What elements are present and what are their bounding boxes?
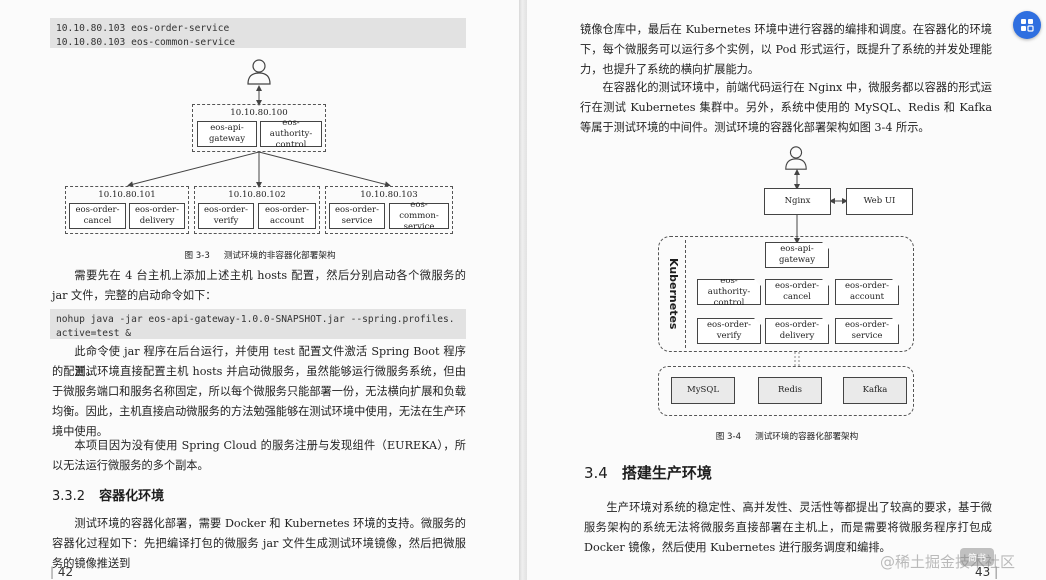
caption-text: 测试环境的容器化部署架构: [755, 432, 859, 442]
user-icon: [785, 146, 807, 170]
service-box: eos-order-verify: [697, 318, 761, 344]
section-title: 容器化环境: [99, 489, 165, 504]
connector-lines: [127, 85, 391, 188]
right-page: 镜像仓库中，最后在 Kubernetes 环境中进行容器的编排和调度。在容器化的…: [527, 0, 1046, 580]
figure-caption: 图 3-3 测试环境的非容器化部署架构: [140, 249, 380, 261]
page-number: | 42: [50, 565, 74, 579]
service-box: eos-order-service: [835, 318, 899, 344]
service-box: eos-order-cancel: [69, 203, 126, 229]
app-shortcut-button[interactable]: [1013, 11, 1041, 39]
paragraph: 生产环境对系统的稳定性、高并发性、灵活性等都提出了较高的要求，基于微服务架构的系…: [584, 501, 992, 554]
service-box: eos-order-service: [329, 203, 385, 229]
code-line: 10.10.80.103 eos-common-service: [56, 37, 236, 48]
middleware-box: [658, 366, 914, 416]
section-number: 3.4: [584, 464, 608, 482]
service-box: eos-api-gateway: [197, 121, 257, 147]
code-line: active=test &: [56, 328, 132, 339]
paragraph: 需要先在 4 台主机上添加上述主机 hosts 配置，然后分别启动各个微服务的 …: [52, 269, 466, 302]
gateway-host-box: [192, 104, 326, 152]
section-heading: 3.4 搭建生产环境: [584, 462, 712, 483]
left-page: 10.10.80.103 eos-order-service 10.10.80.…: [0, 0, 519, 580]
host-box: [65, 186, 189, 234]
watermark-text: @稀土掘金技术社区: [880, 553, 1016, 571]
user-icon: [247, 59, 271, 85]
host-ip-label: 10.10.80.100: [230, 108, 288, 118]
host-box: [325, 186, 453, 234]
paragraph: 此命令使 jar 程序在后台运行，并使用 test 配置文件激活 Spring …: [52, 345, 466, 378]
host-ip-label: 10.10.80.101: [98, 190, 156, 200]
watermark-badge: 简书: [960, 548, 994, 566]
kubernetes-cluster-box: [658, 236, 914, 352]
service-box: eos-common-service: [389, 200, 449, 232]
caption-text: 测试环境的非容器化部署架构: [223, 251, 336, 261]
paragraph: 测试环境直接配置主机 hosts 并启动微服务，虽然能够运行微服务系统，但由于微…: [52, 365, 466, 438]
service-box: eos-order-delivery: [765, 318, 829, 344]
kafka-box: Kafka: [843, 377, 907, 404]
page-number: 43 |: [975, 565, 999, 579]
apps-icon: [1021, 19, 1034, 32]
service-box: eos-order-cancel: [765, 279, 829, 305]
service-box: eos-authority-control: [697, 279, 761, 305]
paragraph: 镜像仓库中，最后在 Kubernetes 环境中进行容器的编排和调度。在容器化的…: [580, 23, 992, 76]
book-gutter: [519, 0, 527, 580]
webui-box: Web UI: [846, 188, 913, 215]
hosts-code-block: 10.10.80.103 eos-order-service 10.10.80.…: [50, 18, 466, 48]
section-heading: 3.3.2 容器化环境: [52, 485, 164, 504]
caption-number: 图 3-3: [184, 251, 210, 261]
service-box: eos-authority-control: [260, 118, 322, 150]
kubernetes-label: Kubernetes: [667, 258, 680, 330]
service-box: eos-order-verify: [198, 203, 254, 229]
code-line: nohup java -jar eos-api-gateway-1.0.0-SN…: [56, 314, 455, 325]
nginx-box: Nginx: [764, 188, 831, 215]
host-ip-label: 10.10.80.103: [360, 190, 418, 200]
figure-caption: 图 3-4 测试环境的容器化部署架构: [667, 430, 907, 442]
paragraph: 在容器化的测试环境中，前端代码运行在 Nginx 中，微服务都以容器的形式运行在…: [580, 81, 992, 134]
paragraph: 测试环境的容器化部署，需要 Docker 和 Kubernetes 环境的支持。…: [52, 517, 466, 570]
redis-box: Redis: [758, 377, 822, 404]
section-title: 搭建生产环境: [621, 464, 712, 482]
paragraph: 本项目因为没有使用 Spring Cloud 的服务注册与发现组件（EUREKA…: [52, 439, 466, 472]
mysql-box: MySQL: [671, 377, 735, 404]
service-box: eos-order-delivery: [129, 203, 185, 229]
caption-number: 图 3-4: [715, 432, 742, 442]
service-box: eos-order-account: [835, 279, 899, 305]
code-line: 10.10.80.103 eos-order-service: [56, 23, 230, 34]
host-ip-label: 10.10.80.102: [228, 190, 286, 200]
service-box: eos-api-gateway: [765, 242, 829, 268]
service-box: eos-order-account: [258, 203, 316, 229]
command-code-block: nohup java -jar eos-api-gateway-1.0.0-SN…: [50, 309, 466, 339]
section-number: 3.3.2: [52, 489, 86, 504]
host-box: [194, 186, 320, 234]
